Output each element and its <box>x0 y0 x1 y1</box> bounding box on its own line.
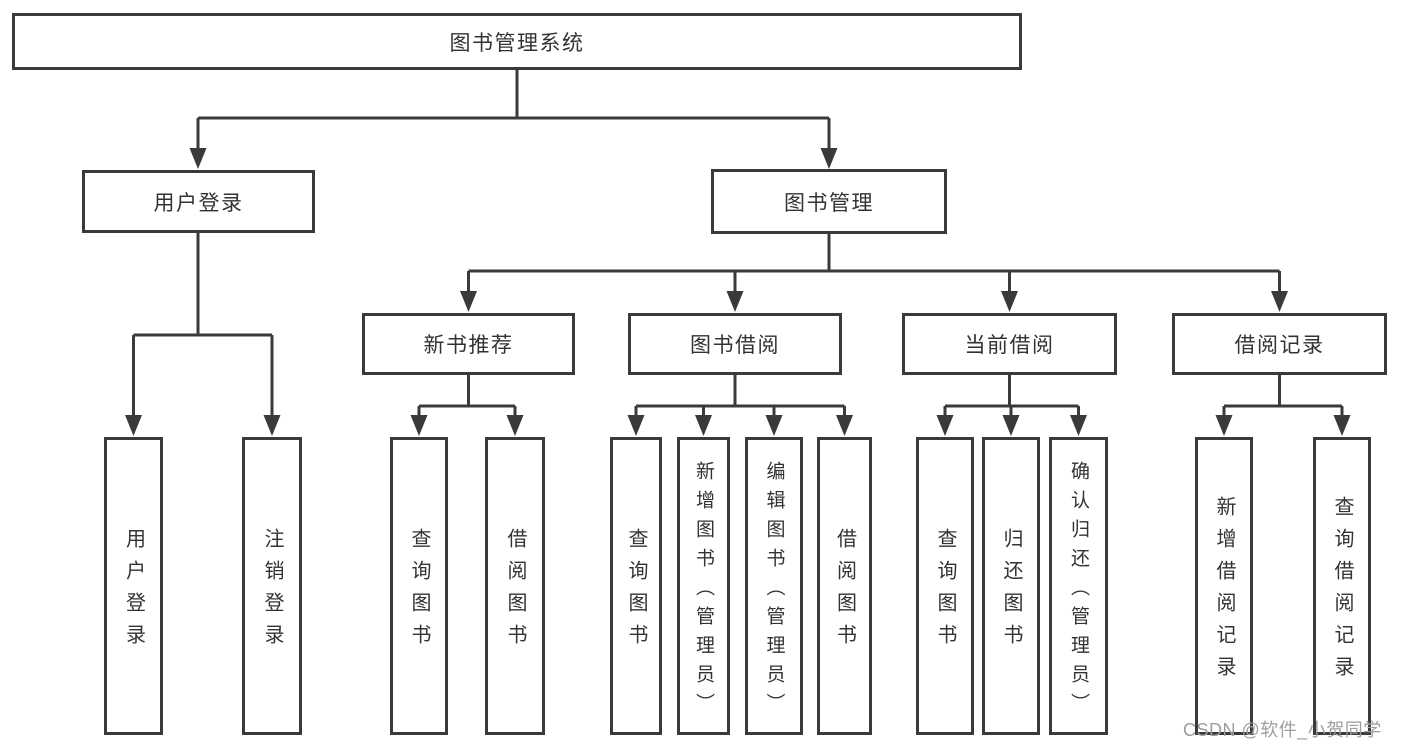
connector-borrowing-records <box>1222 375 1344 420</box>
arrow-down-icon <box>189 148 207 169</box>
node-label: 用户登录 <box>122 528 145 656</box>
node-label: 注销登录 <box>261 528 283 656</box>
leaf-query-books-recommend: 查询图书 <box>390 437 448 735</box>
leaf-query-books-current: 查询图书 <box>916 437 974 735</box>
leaf-add-borrow-record: 新增借阅记录 <box>1195 437 1253 735</box>
leaf-add-book-admin: 新增图书（管理员） <box>677 437 730 735</box>
arrow-down-icon <box>460 291 477 312</box>
leaf-query-borrow-record: 查询借阅记录 <box>1313 437 1371 735</box>
leaf-query-books-borrowing: 查询图书 <box>610 437 662 735</box>
leaf-user-login: 用户登录 <box>104 437 163 735</box>
node-label: 用户登录 <box>153 191 244 215</box>
node-current-borrowing: 当前借阅 <box>902 313 1117 375</box>
node-label: 新增借阅记录 <box>1213 496 1235 688</box>
node-label: 查询图书 <box>408 528 430 656</box>
connector-current-borrowing <box>943 375 1080 420</box>
node-label: 查询图书 <box>934 528 956 656</box>
node-label: 借阅图书 <box>504 528 526 656</box>
node-label: 确认归还（管理员） <box>1068 460 1089 722</box>
node-label: 查询借阅记录 <box>1331 496 1353 688</box>
node-label: 新书推荐 <box>423 334 514 357</box>
arrow-down-icon <box>1333 415 1351 436</box>
node-book-management: 图书管理 <box>711 169 947 234</box>
watermark: CSDN @软件_小贺同学 <box>1183 720 1382 740</box>
arrow-down-icon <box>820 148 838 169</box>
node-book-borrowing: 图书借阅 <box>628 313 842 375</box>
leaf-confirm-return-admin: 确认归还（管理员） <box>1049 437 1108 735</box>
arrow-down-icon <box>506 415 524 436</box>
leaf-logout: 注销登录 <box>242 437 302 735</box>
arrowheads <box>125 148 1351 436</box>
node-label: 图书管理 <box>784 191 874 215</box>
connector-user-login <box>132 233 274 420</box>
node-label: 归还图书 <box>1000 528 1022 656</box>
connector-book-borrowing <box>634 375 846 420</box>
connector-new-book <box>417 375 517 420</box>
arrow-down-icon <box>836 415 853 436</box>
node-label: 查询图书 <box>625 528 647 656</box>
node-user-login: 用户登录 <box>82 170 315 233</box>
leaf-borrow-books-recommend: 借阅图书 <box>485 437 545 735</box>
node-label: 新增图书（管理员） <box>693 460 714 722</box>
arrow-down-icon <box>627 415 645 436</box>
arrow-down-icon <box>125 415 142 436</box>
node-new-book-recommendation: 新书推荐 <box>362 313 575 375</box>
arrow-down-icon <box>726 291 744 312</box>
arrow-down-icon <box>263 415 281 436</box>
arrow-down-icon <box>1001 291 1018 312</box>
leaf-return-books: 归还图书 <box>982 437 1040 735</box>
node-borrowing-records: 借阅记录 <box>1172 313 1387 375</box>
node-label: 图书借阅 <box>690 334 780 357</box>
arrow-down-icon <box>765 415 783 436</box>
node-label: 借阅记录 <box>1234 334 1325 357</box>
connector-book-management <box>467 234 1281 295</box>
arrow-down-icon <box>695 415 712 436</box>
arrow-down-icon <box>1215 415 1233 436</box>
arrow-down-icon <box>1002 415 1020 436</box>
arrow-down-icon <box>1070 415 1087 436</box>
arrow-down-icon <box>1271 291 1288 312</box>
node-label: 借阅图书 <box>833 528 856 656</box>
node-library-management-system: 图书管理系统 <box>12 13 1022 70</box>
connector-root <box>196 70 831 152</box>
arrow-down-icon <box>936 415 954 436</box>
node-label: 编辑图书（管理员） <box>763 460 785 722</box>
node-label: 图书管理系统 <box>449 31 585 55</box>
node-label: 当前借阅 <box>964 334 1055 357</box>
arrow-down-icon <box>410 415 428 436</box>
leaf-borrow-books-borrowing: 借阅图书 <box>817 437 872 735</box>
leaf-edit-book-admin: 编辑图书（管理员） <box>745 437 803 735</box>
